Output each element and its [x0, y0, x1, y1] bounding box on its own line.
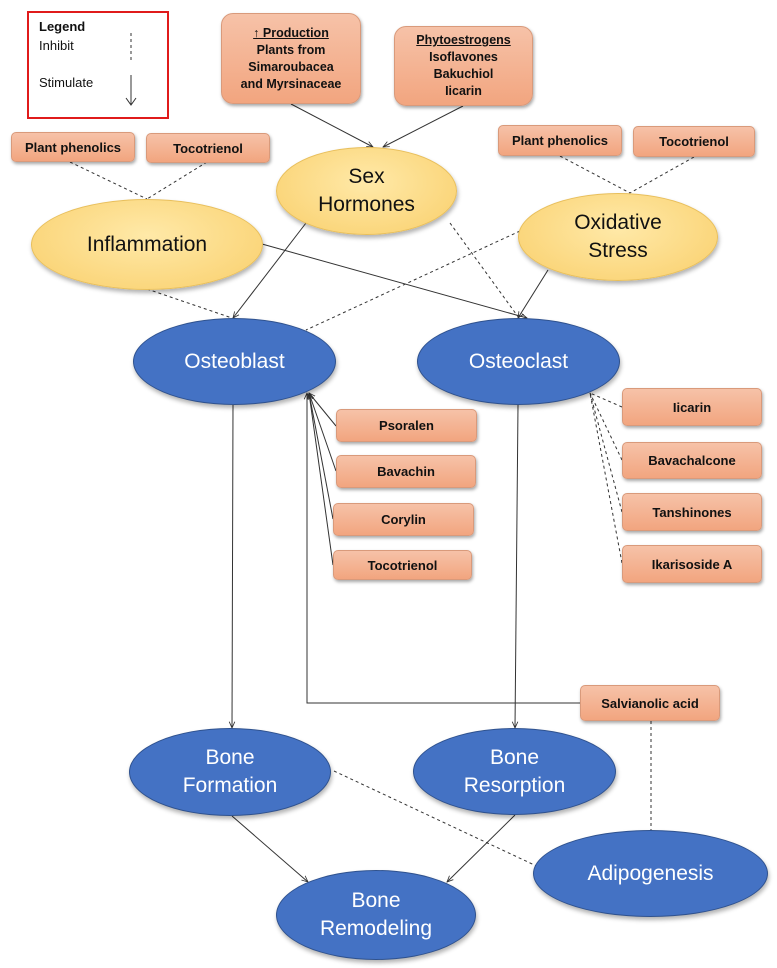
sex-hormones-line-1: Sex	[348, 165, 385, 188]
production-heading: ↑ Production	[253, 25, 329, 40]
phytoestrogens-line-2: Bakuchiol	[433, 67, 494, 81]
edge-sex-hormones-to-osteoblast	[233, 222, 307, 318]
bone-resorption-line-1: Bone	[489, 745, 540, 769]
edge-phytoestrogens-to-sex-hormones	[383, 105, 464, 147]
tocotrienol-osteoblast-box: Tocotrienol	[333, 550, 472, 580]
salvianolic-acid-box: Salvianolic acid	[580, 685, 720, 721]
edge-plant-phenolics-left-to-inflammation	[69, 161, 148, 200]
edge-bavachin-to-osteoblast	[309, 393, 337, 472]
edge-oxidative-to-osteoblast	[305, 230, 521, 331]
legend-box: Legend Inhibit Stimulate	[27, 11, 169, 119]
sex-hormones-node: Sex Hormones	[276, 147, 457, 235]
corylin-box: Corylin	[333, 503, 474, 536]
legend-symbols	[125, 33, 137, 106]
bone-formation-node: Bone Formation	[129, 728, 331, 816]
adipogenesis-node: Adipogenesis	[533, 830, 768, 917]
bone-resorption-node: Bone Resorption	[413, 728, 616, 815]
edge-osteoblast-to-bone-formation	[232, 404, 233, 728]
osteoclast-node: Osteoclast	[417, 318, 620, 405]
edge-inflammation-to-osteoclast	[261, 243, 527, 318]
edge-osteoclast-to-bone-resorption	[515, 404, 519, 728]
production-box: ↑ Production Plants from Simaroubacea an…	[221, 13, 361, 104]
production-line-1: Plants from	[256, 42, 326, 57]
legend-title: Legend	[39, 19, 86, 34]
bavachin-box: Bavachin	[336, 455, 476, 488]
bone-formation-line-1: Bone	[205, 746, 255, 769]
edge-production-to-sex-hormones	[290, 103, 373, 147]
tocotrienol-left-box: Tocotrienol	[146, 133, 270, 163]
edge-iicarin-to-osteoclast	[589, 392, 623, 408]
edge-ikarisoside-to-osteoclast	[589, 392, 623, 564]
edge-bavachalcone-to-osteoclast	[589, 392, 623, 461]
osteoblast-node: Osteoblast	[133, 318, 336, 405]
edge-tocotrienol-left-to-inflammation	[146, 161, 208, 200]
inflammation-node: Inflammation	[31, 199, 263, 290]
edge-tocotrienol-right-to-oxidative	[629, 156, 695, 194]
plant-phenolics-left-box: Plant phenolics	[11, 132, 135, 162]
edge-oxidative-to-osteoclast	[518, 269, 549, 318]
bone-remodeling-node: Bone Remodeling	[276, 870, 476, 960]
edge-tanshinones-to-osteoclast	[589, 392, 623, 513]
oxidative-stress-line-2: Stress	[588, 239, 648, 262]
phytoestrogens-heading: Phytoestrogens	[416, 33, 511, 47]
phytoestrogens-box: Phytoestrogens Isoflavones Bakuchiol Iic…	[394, 26, 533, 106]
production-line-2: Simaroubacea	[248, 59, 334, 74]
edge-sex-hormones-to-osteoclast	[449, 222, 520, 319]
edge-plant-phenolics-right-to-oxidative	[559, 155, 631, 194]
edge-corylin-to-osteoblast	[309, 393, 334, 520]
ikarisoside-box: Ikarisoside A	[622, 545, 762, 583]
edge-bone-resorption-to-remodeling	[447, 814, 516, 882]
production-line-3: and Myrsinaceae	[240, 76, 342, 91]
tanshinones-box: Tanshinones	[622, 493, 762, 531]
psoralen-box: Psoralen	[336, 409, 477, 442]
bone-remodeling-line-2: Remodeling	[319, 917, 433, 940]
tocotrienol-right-box: Tocotrienol	[633, 126, 755, 157]
legend-stimulate-arrowhead	[125, 97, 137, 106]
phytoestrogens-line-3: Iicarin	[445, 84, 482, 98]
bavachalcone-box: Bavachalcone	[622, 442, 762, 479]
oxidative-stress-line-1: Oxidative	[574, 211, 662, 234]
edge-tocotrienol-to-osteoblast	[309, 393, 334, 566]
iicarin-box: Iicarin	[622, 388, 762, 426]
bone-remodeling-line-1: Bone	[351, 889, 401, 912]
bone-formation-line-2: Formation	[182, 774, 278, 797]
legend-inhibit-label: Inhibit	[39, 38, 74, 53]
legend-stimulate-label: Stimulate	[39, 75, 94, 90]
bone-resorption-line-2: Resorption	[463, 773, 566, 797]
edge-salvianolic-to-osteoblast	[307, 393, 580, 704]
edge-bone-formation-to-adipogenesis	[333, 770, 546, 871]
plant-phenolics-right-box: Plant phenolics	[498, 125, 622, 156]
phytoestrogens-line-1: Isoflavones	[429, 50, 498, 64]
edge-bone-formation-to-remodeling	[231, 815, 308, 882]
oxidative-stress-node: Oxidative Stress	[518, 193, 718, 281]
edge-inflammation-to-osteoblast	[146, 288, 233, 319]
sex-hormones-line-2: Hormones	[318, 193, 415, 216]
